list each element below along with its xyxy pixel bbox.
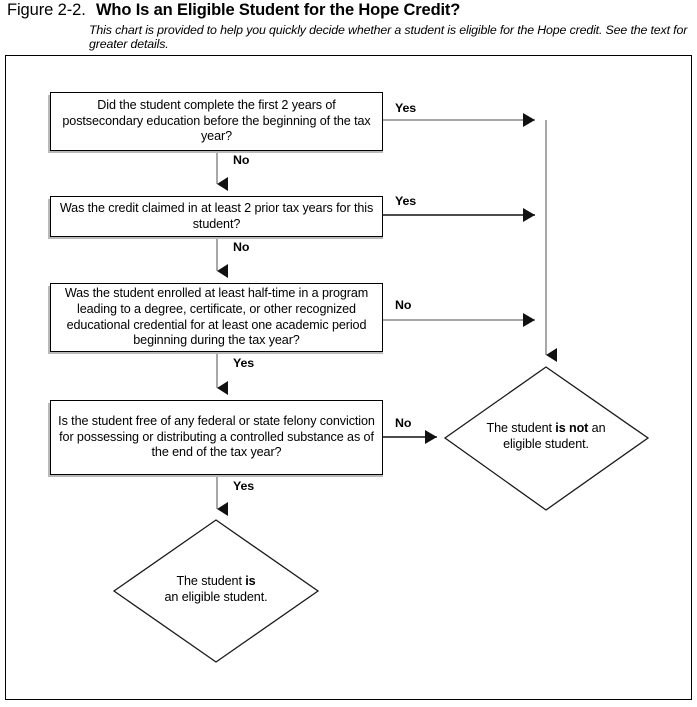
diamond-not-eligible [443,366,650,511]
question-box-4-text: Is the student free of any federal or st… [58,414,375,460]
edge-label-q2-yes: Yes [395,194,417,208]
outcome-eligible-text: The student is an eligible student. [126,574,306,605]
question-box-2[interactable]: Was the credit claimed in at least 2 pri… [48,196,383,239]
edge-label-q1-yes: Yes [395,101,417,115]
outcome-not-eligible-lead: The student [486,421,556,435]
outcome-eligible-line2: an eligible student. [164,589,268,604]
page-title: Who Is an Eligible Student for the Hope … [96,1,461,19]
edge-label-q4-no: No [395,416,412,430]
outcome-not-eligible-emphasis: is not [555,421,589,435]
question-box-1[interactable]: Did the student complete the first 2 yea… [48,92,383,153]
question-box-4[interactable]: Is the student free of any federal or st… [48,400,383,477]
edge-label-q3-no: No [395,298,412,312]
question-box-2-text: Was the credit claimed in at least 2 pri… [59,200,374,231]
edge-label-q2-no: No [233,240,250,254]
edge-label-q3-yes: Yes [233,356,255,370]
figure-header: Figure 2-2. Who Is an Eligible Student f… [0,0,697,52]
outcome-eligible-emphasis: is [245,574,256,588]
edge-label-q1-no: No [233,153,250,167]
question-box-3-text: Was the student enrolled at least half-t… [64,286,369,348]
outcome-not-eligible-line2: eligible student. [503,436,589,451]
edge-label-q4-yes: Yes [233,479,255,493]
question-box-1-text: Did the student complete the first 2 yea… [62,98,371,144]
diamond-eligible [112,519,320,663]
figure-subtitle: This chart is provided to help you quick… [89,23,688,52]
outcome-not-eligible-tail: an [588,421,606,435]
outcome-eligible-lead: The student [176,574,246,588]
outcome-not-eligible-text: The student is not an eligible student. [456,421,636,452]
question-box-3[interactable]: Was the student enrolled at least half-t… [48,283,383,354]
figure-number: Figure 2-2. [7,1,86,19]
